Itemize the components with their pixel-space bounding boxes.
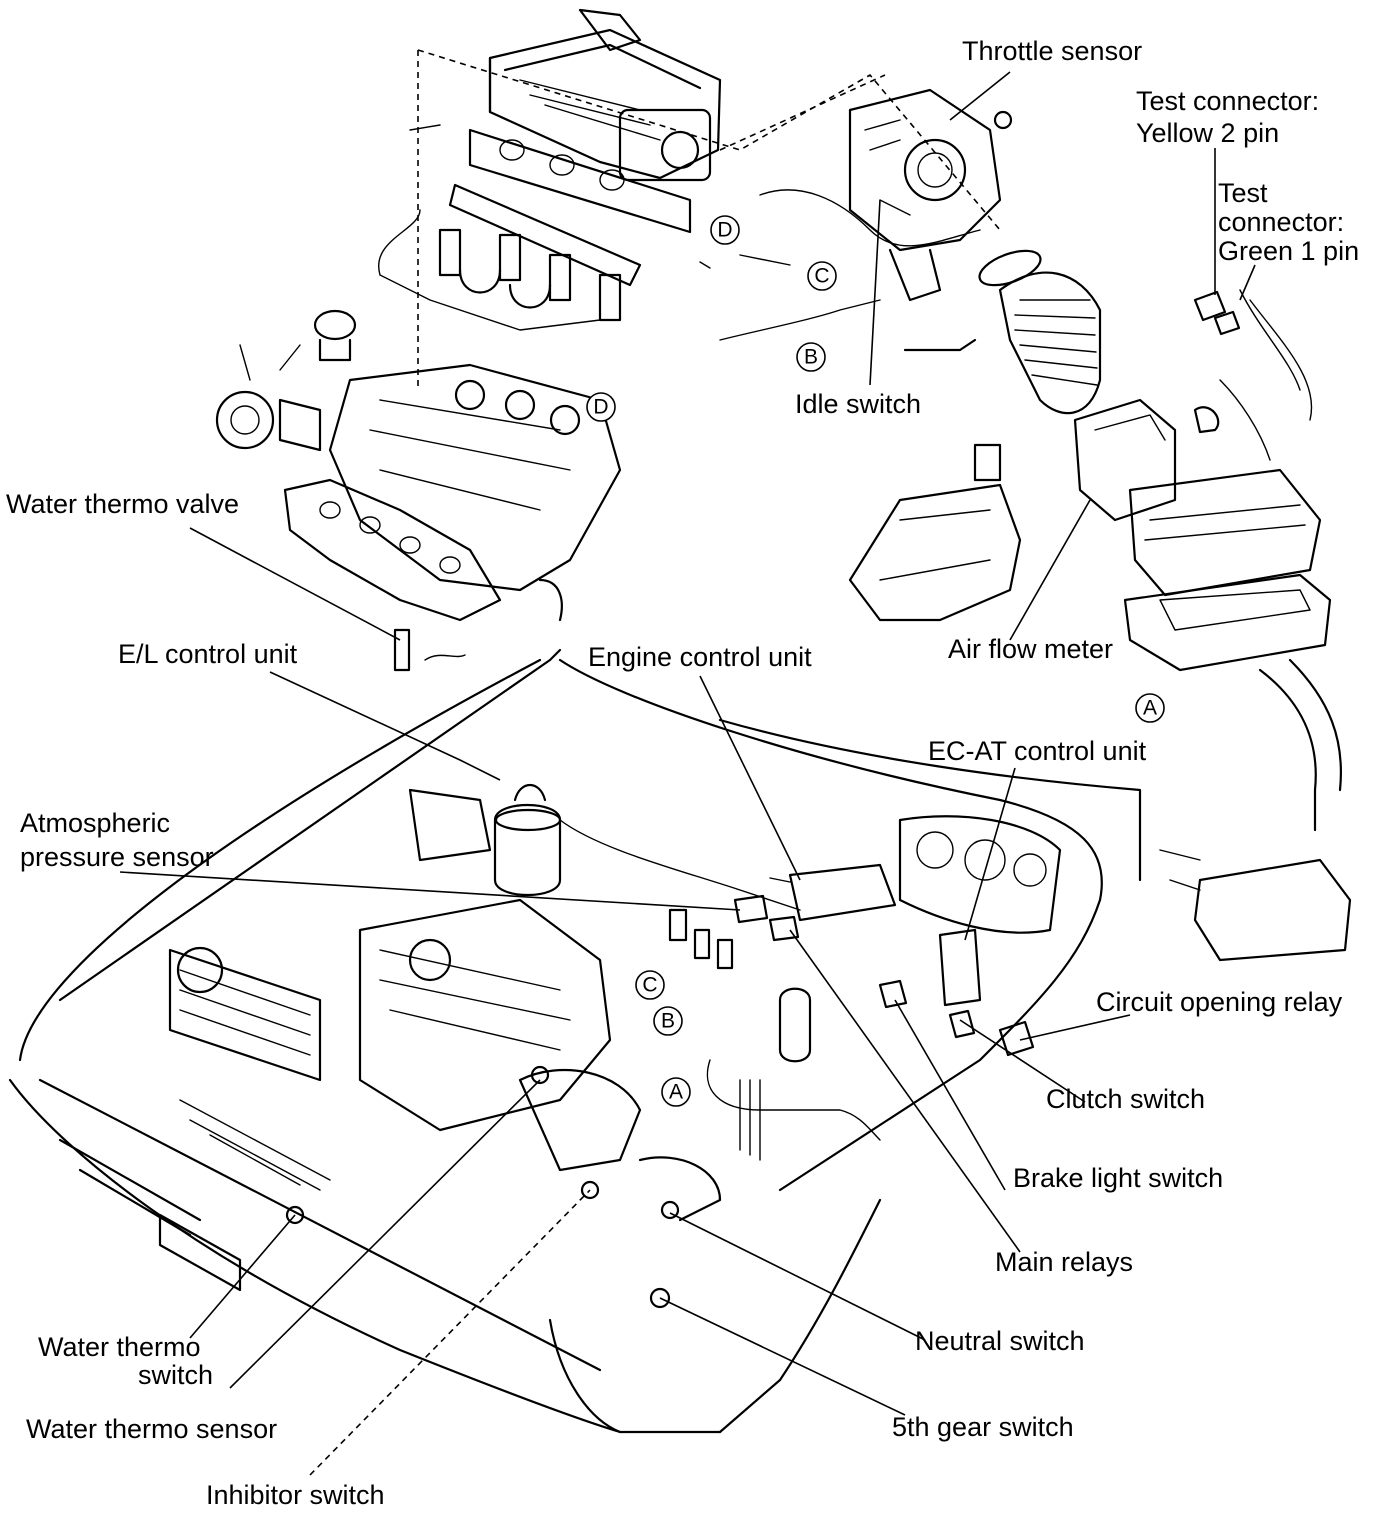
label-inhibitor-switch: Inhibitor switch — [206, 1480, 385, 1510]
label-test-connector-green-line3: Green 1 pin — [1218, 236, 1359, 266]
svg-text:D: D — [593, 396, 608, 419]
label-ecat-control-unit: EC-AT control unit — [928, 736, 1147, 766]
tag-a-upper: A — [1135, 693, 1165, 723]
labels: Throttle sensor Test connector: Yellow 2… — [6, 36, 1359, 1510]
intake-duct-and-air-cleaner-illustration — [978, 249, 1352, 962]
vehicle-body-illustration — [8, 648, 1142, 1434]
throttle-body-illustration — [699, 88, 1013, 352]
tag-b-upper: B — [796, 342, 826, 372]
svg-text:D: D — [717, 219, 732, 242]
tag-a-lower: A — [661, 1077, 691, 1107]
label-water-thermo-valve: Water thermo valve — [6, 489, 239, 519]
connection-tags: D C B D A C B A — [586, 215, 1165, 1107]
label-fifth-gear-switch: 5th gear switch — [892, 1412, 1074, 1442]
label-clutch-switch: Clutch switch — [1046, 1084, 1205, 1114]
label-air-flow-meter: Air flow meter — [948, 634, 1113, 664]
svg-text:A: A — [669, 1081, 683, 1104]
svg-text:C: C — [814, 265, 829, 288]
tag-d-lower: D — [586, 392, 616, 422]
coolant-reservoir-illustration — [848, 443, 1022, 622]
label-water-thermo-switch-line2: switch — [138, 1360, 213, 1390]
leader-lines — [119, 49, 1256, 1476]
label-atmospheric-pressure-sensor-line1: Atmospheric — [20, 808, 170, 838]
label-el-control-unit: E/L control unit — [118, 639, 298, 669]
label-circuit-opening-relay: Circuit opening relay — [1096, 987, 1343, 1017]
label-test-connector-yellow-line1: Test connector: — [1136, 86, 1319, 116]
label-brake-light-switch: Brake light switch — [1013, 1163, 1223, 1193]
label-engine-control-unit: Engine control unit — [588, 642, 812, 672]
label-water-thermo-switch-line1: Water thermo — [38, 1332, 201, 1362]
intake-manifold-illustration — [215, 8, 722, 672]
label-test-connector-green-line1: Test — [1218, 178, 1268, 208]
tag-c-upper: C — [807, 261, 837, 291]
svg-text:B: B — [804, 346, 818, 369]
svg-text:A: A — [1143, 697, 1157, 720]
label-idle-switch: Idle switch — [795, 389, 921, 419]
svg-text:C: C — [642, 974, 657, 997]
tag-d-upper: D — [710, 215, 740, 245]
label-test-connector-green-line2: connector: — [1218, 207, 1344, 237]
label-neutral-switch: Neutral switch — [915, 1326, 1085, 1356]
tag-c-lower: C — [635, 970, 665, 1000]
label-throttle-sensor: Throttle sensor — [962, 36, 1142, 66]
tag-b-lower: B — [653, 1006, 683, 1036]
svg-text:B: B — [661, 1010, 675, 1033]
label-main-relays: Main relays — [995, 1247, 1133, 1277]
label-atmospheric-pressure-sensor-line2: pressure sensor — [20, 842, 214, 872]
label-test-connector-yellow-line2: Yellow 2 pin — [1136, 118, 1279, 148]
label-water-thermo-sensor: Water thermo sensor — [26, 1414, 277, 1444]
